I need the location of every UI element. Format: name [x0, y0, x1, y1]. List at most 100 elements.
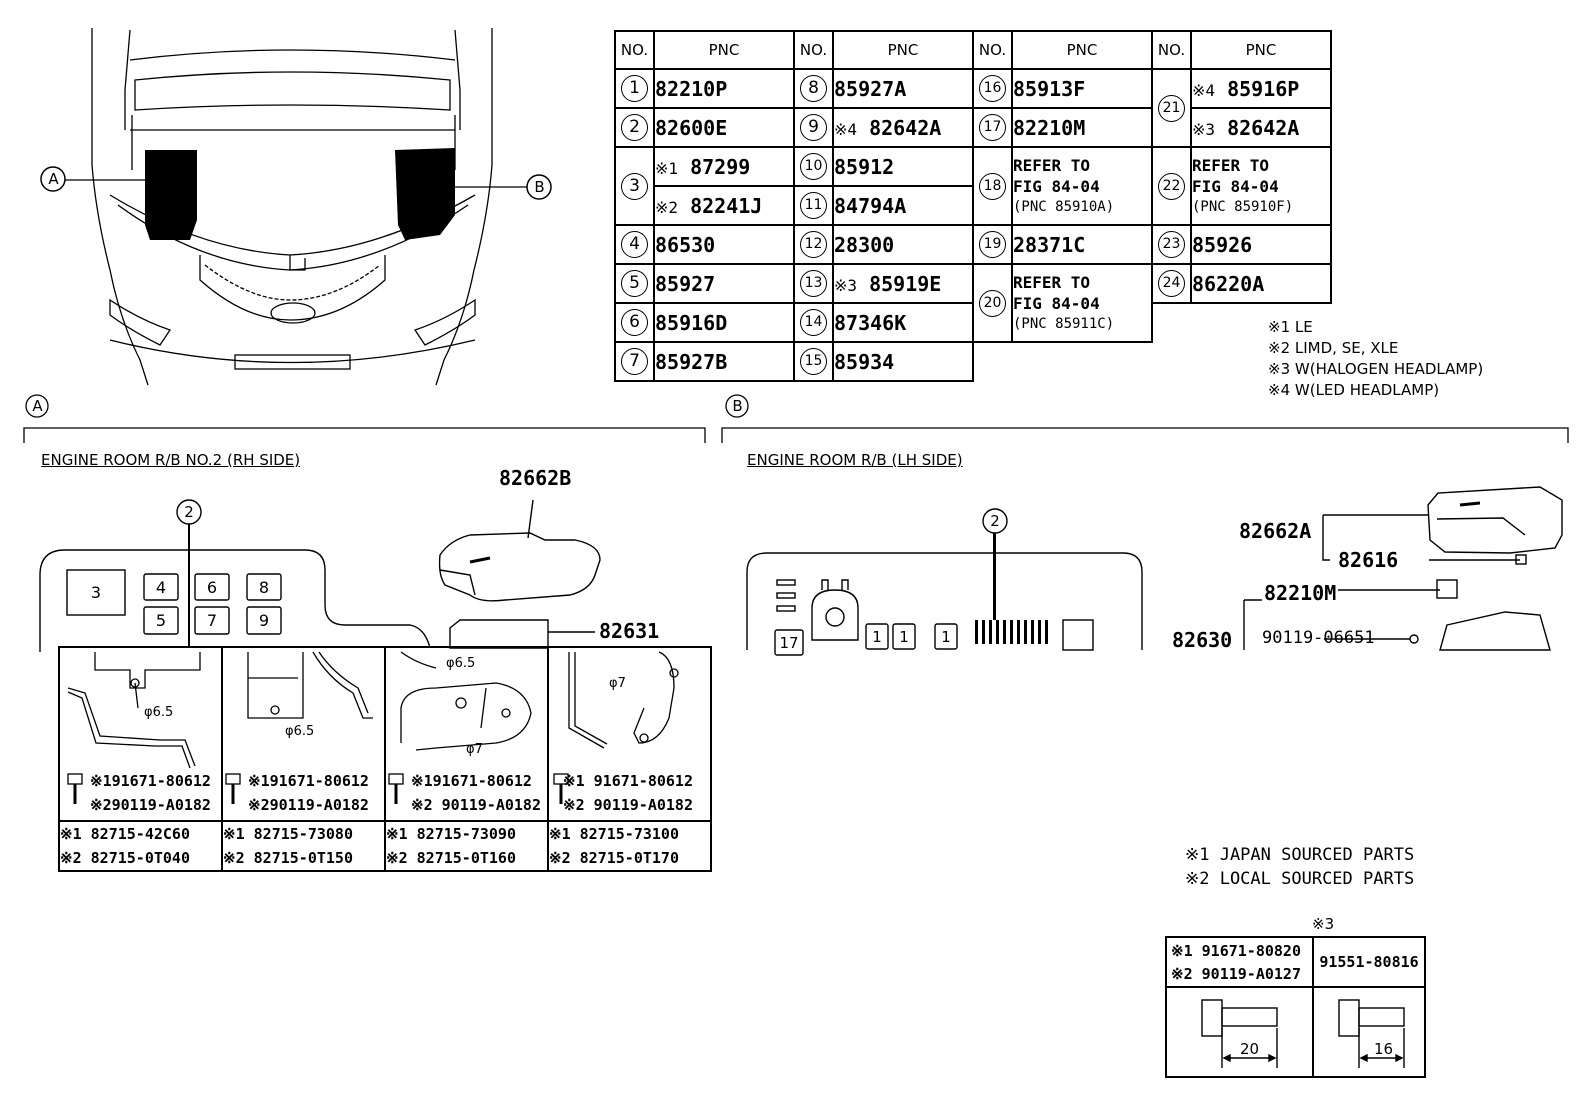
block-part-number: 82630 [1172, 628, 1233, 650]
refer-line: REFER TO [1013, 272, 1091, 292]
section-b-title: ENGINE ROOM R/B (LH SIDE) [747, 451, 963, 469]
fuse-label-9: 9 [258, 611, 270, 630]
part-number: 87299 [690, 154, 751, 179]
item-number: 8 [800, 75, 827, 102]
item-number: 20 [979, 289, 1006, 317]
part-number: 85913F [1011, 68, 1153, 109]
bolt-part-lines: ※1 91671-80820 ※2 90119-A0127 [1171, 942, 1301, 983]
item-number: 16 [979, 75, 1006, 102]
note-line: ※2 LOCAL SOURCED PARTS [1185, 869, 1415, 889]
bracket-cell: φ6.5 ※191671-80612 ※290119-A0182 [58, 646, 223, 822]
bolt-part-lines: ※191671-80612 ※2 90119-A0182 [411, 772, 541, 814]
item-number: 7 [621, 348, 648, 375]
part-number: 85919E [869, 271, 942, 296]
note-mark: ※3 [834, 275, 858, 295]
part-number: 28300 [832, 224, 974, 265]
item-number: 4 [621, 231, 648, 258]
fuse-label-8: 8 [258, 578, 270, 597]
part-number: 87346K [832, 302, 974, 343]
callout-b-overview: B [534, 178, 545, 196]
refer-line: FIG 84-04 [1013, 176, 1100, 196]
item-number: 24 [1158, 270, 1185, 297]
hole-diameter: φ6.5 [285, 724, 315, 739]
hole-diameter: φ6.5 [144, 705, 174, 720]
part-number: 82210P [653, 68, 795, 109]
part-number: 84794A [832, 185, 974, 226]
pnc-table: NO. PNC NO. PNC NO. PNC NO. PNC 1 82210P… [614, 30, 1332, 382]
relay-block-a-drawing [39, 499, 601, 652]
fuse-label-1: 1 [941, 628, 951, 646]
item-number: 22 [1158, 172, 1185, 200]
table-row: 3 ※1 87299 10 85912 18 REFER TO FIG 84-0… [614, 146, 1332, 226]
table-row: 4 86530 12 28300 19 28371C 23 85926 [614, 224, 1332, 265]
fuse-label-4: 4 [155, 578, 167, 597]
note-mark: ※2 [655, 197, 679, 217]
item-number: 5 [621, 270, 648, 297]
notes-top: ※1 LE ※2 LIMD, SE, XLE ※3 W(HALOGEN HEAD… [1268, 317, 1483, 401]
bolt-length: 20 [1240, 1040, 1260, 1058]
refer-line: REFER TO [1192, 155, 1270, 175]
table-row: ※2 82241J 11 84794A [615, 185, 1331, 226]
header-pnc: PNC [1190, 30, 1332, 70]
table-row: 7 85927B 15 85934 [614, 341, 1331, 382]
cover-part-number: 82662B [499, 466, 572, 490]
part-number: 85934 [832, 341, 974, 382]
item-number: 21 [1158, 94, 1185, 122]
item-number: 19 [979, 231, 1006, 258]
header-pnc: PNC [1011, 30, 1153, 70]
header-no: NO. [793, 30, 834, 70]
refer-note: REFER TO FIG 84-04 (PNC 85910F) [1190, 146, 1332, 226]
item-number: 1 [621, 75, 648, 102]
header-no: NO. [972, 30, 1013, 70]
vehicle-front-view [40, 28, 552, 386]
block-part-number: 82631 [599, 619, 660, 643]
bracket-cell: φ6.5 φ7 ※191671-80612 ※2 90119-A0182 [384, 646, 549, 822]
clip-part-number: 82616 [1338, 548, 1399, 572]
header-no: NO. [1151, 30, 1192, 70]
bolt-drawing [1338, 999, 1405, 1068]
section-b-notes: ※1 JAPAN SOURCED PARTS ※2 LOCAL SOURCED … [1185, 843, 1414, 891]
part-number: 85927A [832, 68, 974, 109]
bracket-drawing [553, 651, 679, 804]
bracket-drawing [388, 651, 532, 804]
bolt-size-table: ※1 91671-80820 ※2 90119-A0127 91551-8081… [1165, 936, 1426, 1078]
item-number: 9 [800, 114, 827, 141]
bolt-part-lines: ※1 91671-80612 ※2 90119-A0182 [563, 772, 693, 814]
note-mark: ※3 [1192, 119, 1216, 139]
section-a-title: ENGINE ROOM R/B NO.2 (RH SIDE) [41, 451, 301, 469]
fuse-label-1: 1 [899, 628, 909, 646]
bolt-part-number: 90119-06651 [1262, 628, 1375, 648]
cover-part-number: 82662A [1239, 519, 1312, 543]
fuse-label-17: 17 [779, 634, 799, 652]
refer-line: REFER TO [1013, 155, 1091, 175]
hole-diameter: φ7 [466, 742, 483, 757]
relay-block-a-silhouette [145, 150, 197, 240]
part-number: 86530 [653, 224, 795, 265]
note-line: ※1 LE [1268, 318, 1313, 336]
item-number: 11 [800, 192, 827, 219]
bolt-length: 16 [1374, 1040, 1394, 1058]
table-row: 5 85927 13 ※3 85919E 20 REFER TO FIG 84-… [614, 263, 1332, 343]
table-row: 6 85916D 14 87346K [614, 302, 1331, 343]
header-no: NO. [614, 30, 655, 70]
part-number: 85916D [653, 302, 795, 343]
bracket-bolt-table: φ6.5 ※191671-80612 ※290119-A0182 [58, 646, 712, 872]
refer-line: (PNC 85910F) [1192, 198, 1294, 215]
note-mark: ※4 [1192, 80, 1216, 100]
note-line: ※4 W(LED HEADLAMP) [1268, 381, 1440, 399]
item-number: 10 [800, 153, 827, 180]
bolt-drawing [1201, 999, 1278, 1068]
hole-diameter: φ7 [609, 676, 626, 691]
bracket-part-cell: ※1 82715-42C60※2 82715-0T040 [58, 820, 223, 872]
section-b-label: B [732, 397, 743, 415]
note-line: ※3 W(HALOGEN HEADLAMP) [1268, 360, 1484, 378]
header-pnc: PNC [832, 30, 974, 70]
refer-line: FIG 84-04 [1192, 176, 1279, 196]
part-number: 85916P [1227, 76, 1300, 101]
part-number: 85927 [653, 263, 795, 304]
fuse-label-1: 1 [872, 628, 882, 646]
item-number: 13 [800, 270, 827, 297]
section-a-label: A [32, 397, 43, 415]
relay-block-b-drawing [746, 486, 1563, 656]
part-number: 82600E [653, 107, 795, 148]
